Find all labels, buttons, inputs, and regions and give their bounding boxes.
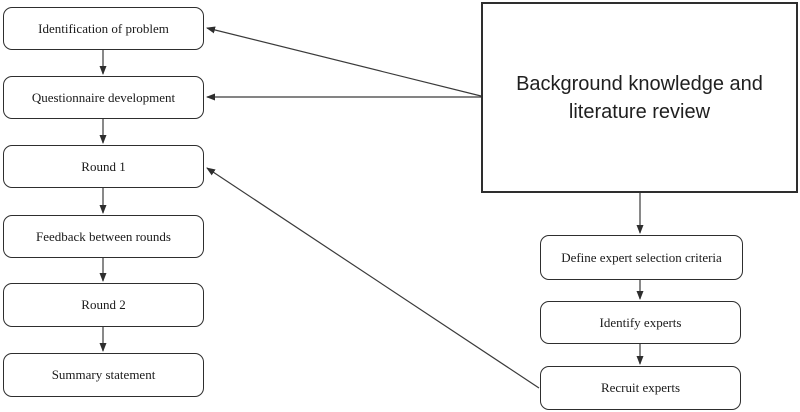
node-recruit-experts: Recruit experts	[540, 366, 741, 410]
node-summary-statement: Summary statement	[3, 353, 204, 397]
node-label: Summary statement	[51, 367, 156, 383]
node-label: Background knowledge and literature revi…	[516, 72, 763, 123]
node-label: Identify experts	[599, 314, 682, 330]
node-label: Round 2	[81, 297, 126, 313]
node-background-knowledge-literature-review: Background knowledge and literature revi…	[481, 2, 798, 193]
node-label: Round 1	[81, 158, 126, 174]
node-questionnaire-development: Questionnaire development	[3, 76, 204, 119]
node-feedback-between-rounds: Feedback between rounds	[3, 215, 204, 258]
node-round-1: Round 1	[3, 145, 204, 188]
node-define-expert-selection-criteria: Define expert selection criteria	[540, 235, 743, 280]
node-round-2: Round 2	[3, 283, 204, 327]
node-label: Define expert selection criteria	[561, 249, 722, 265]
node-identification-of-problem: Identification of problem	[3, 7, 204, 50]
node-label: Feedback between rounds	[35, 228, 171, 244]
node-label: Recruit experts	[600, 380, 681, 396]
node-label: Questionnaire development	[31, 89, 176, 105]
node-identify-experts: Identify experts	[540, 301, 741, 344]
node-label: Identification of problem	[38, 20, 169, 36]
